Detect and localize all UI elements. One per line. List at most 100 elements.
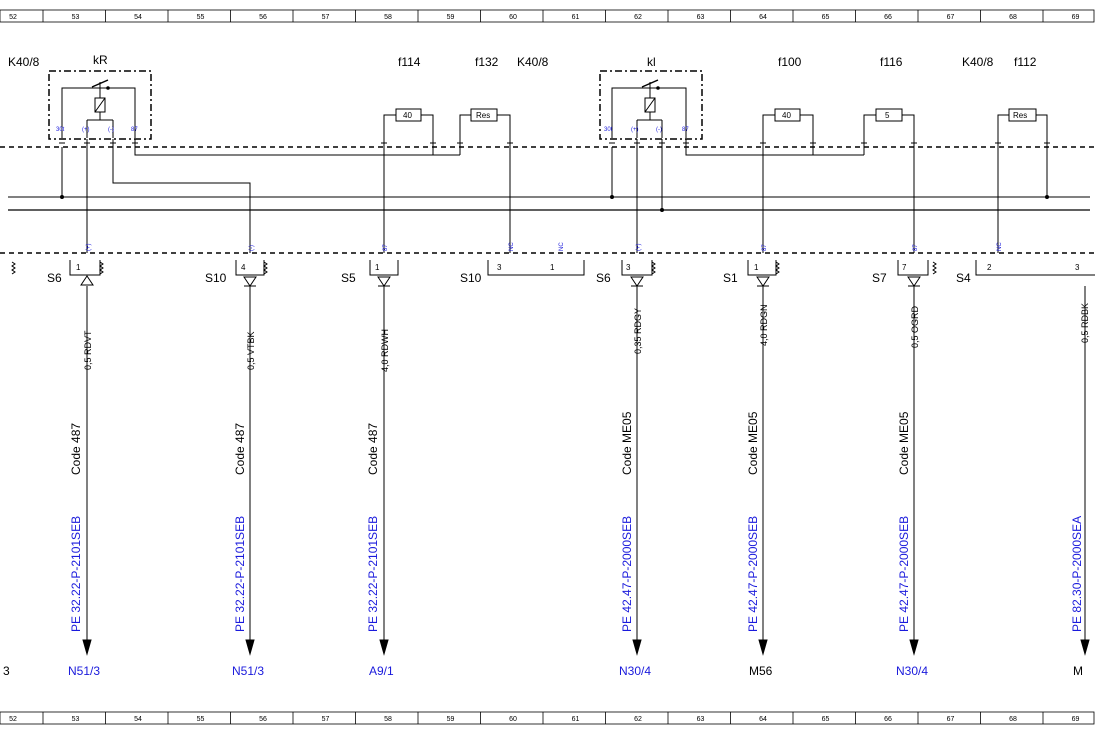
wire-arrow	[379, 639, 389, 656]
kl-pin-minus: (-)	[656, 127, 662, 133]
wire-spec-5: 4,0 RDGN	[759, 304, 769, 346]
label-kr: kR	[93, 53, 108, 67]
wire-arrow	[1080, 639, 1090, 656]
ruler-cell-label: 54	[134, 14, 142, 21]
label-kl: kl	[647, 55, 656, 69]
ruler-bottom-frame	[0, 711, 1095, 725]
label-f114: f114	[398, 55, 421, 69]
connector-s4-pin2: 3	[1075, 263, 1080, 272]
ruler-cell-label: 60	[509, 14, 517, 21]
wire-arrow	[632, 639, 642, 656]
wire-arrow	[758, 639, 768, 656]
kl-pin-plus: (+)	[631, 127, 639, 133]
wire-code-1: Code 487	[69, 423, 83, 475]
connector-s10b-name: S10	[460, 271, 482, 285]
tag-s10: (-)	[249, 245, 255, 251]
wire-dest-1: N51/3	[68, 664, 100, 678]
wire-code-4: Code ME05	[620, 411, 634, 475]
connector-s6b-pin: 3	[626, 263, 631, 272]
connector-arrows	[80, 275, 921, 287]
wire-spec-3: 4,0 RDWH	[380, 329, 390, 372]
connector-s6-name: S6	[47, 271, 62, 285]
ruler-cell-label: 66	[884, 716, 892, 723]
wire-labels: 0,5 RDVT 0,5 VTBK 4,0 RDWH 0,35 RDGY 4,0…	[3, 303, 1090, 678]
wire-spec-4: 0,35 RDGY	[633, 308, 643, 354]
wire-code-6: Code ME05	[897, 411, 911, 475]
bus-lines	[8, 196, 1090, 211]
connector-s5-pin: 1	[375, 263, 380, 272]
label-k40-right: K40/8	[962, 55, 994, 69]
wire-dest-7: M	[1073, 664, 1083, 678]
label-f112: f112	[1014, 55, 1037, 69]
ruler-top-frame	[0, 9, 1095, 23]
ruler-cell-label: 58	[384, 716, 392, 723]
ruler-cell-label: 61	[572, 716, 580, 723]
ruler-cell-label: 67	[947, 716, 955, 723]
ruler-cell-label: 63	[697, 716, 705, 723]
ruler-cell-label: 63	[697, 14, 705, 21]
ruler-cell-label: 68	[1009, 14, 1017, 21]
relay-kr: 30t (+) (-) 87	[48, 70, 152, 140]
wire-pe-1: PE 32.22-P-2101SEB	[69, 516, 83, 632]
wire-code-2: Code 487	[233, 423, 247, 475]
tag-s10b: NC	[509, 242, 515, 251]
ruler-cell-label: 58	[384, 14, 392, 21]
label-k40-mid: K40/8	[517, 55, 549, 69]
ruler-cell-label: 62	[634, 14, 642, 21]
wire-dest-5: M56	[749, 664, 773, 678]
fuses	[383, 108, 1048, 147]
wire-dest-4: N30/4	[619, 664, 651, 678]
label-f100: f100	[778, 55, 802, 69]
connector-s1-pin: 1	[754, 263, 759, 272]
fuse-f116-rating: 5	[885, 111, 890, 120]
ruler-cell-label: 52	[9, 716, 17, 723]
wire-pe-3: PE 32.22-P-2101SEB	[366, 516, 380, 632]
ruler-cell-label: 66	[884, 14, 892, 21]
internal-wiring	[61, 139, 1048, 253]
ruler-cell-label: 54	[134, 716, 142, 723]
kl-pin-30t: 30t	[604, 127, 613, 133]
wire-dest-3: A9/1	[369, 664, 394, 678]
fuse-f132-rating: Res	[476, 111, 490, 120]
ruler-cell-label: 60	[509, 716, 517, 723]
ruler-cell-label: 56	[259, 716, 267, 723]
left-edge-dest: 3	[3, 664, 10, 678]
label-f116: f116	[880, 55, 903, 69]
ruler-cell-label: 55	[197, 14, 205, 21]
label-f132: f132	[475, 55, 499, 69]
wire-spec-6: 0,5 OGRD	[910, 305, 920, 348]
connector-s4-name: S4	[956, 271, 971, 285]
wire-spec-2: 0,5 VTBK	[246, 331, 256, 370]
connector-s4-pin: 2	[987, 263, 992, 272]
connector-s7-name: S7	[872, 271, 887, 285]
kr-pin-minus: (-)	[108, 127, 114, 133]
ruler-cell-label: 53	[72, 716, 80, 723]
wire-arrow	[909, 639, 919, 656]
wire-pe-2: PE 32.22-P-2101SEB	[233, 516, 247, 632]
ruler-cell-label: 55	[197, 716, 205, 723]
tag-s7: 87	[913, 244, 919, 251]
connector-shapes	[11, 260, 1095, 276]
wire-pe-4: PE 42.47-P-2000SEB	[620, 516, 634, 632]
junction-dots	[60, 195, 1049, 212]
connector-s6b-name: S6	[596, 271, 611, 285]
ruler-cell-label: 68	[1009, 716, 1017, 723]
module-boundaries	[0, 146, 1095, 254]
ruler-cell-label: 52	[9, 14, 17, 21]
ruler-cell-label: 53	[72, 14, 80, 21]
wire-spec-7: 0,5 RDBK	[1080, 303, 1090, 343]
ruler-cell-label: 59	[447, 14, 455, 21]
label-k40-left: K40/8	[8, 55, 40, 69]
wire-spec-1: 0,5 RDVT	[83, 330, 93, 370]
wire-pe-6: PE 42.47-P-2000SEB	[897, 516, 911, 632]
fuse-ratings: 40 Res 40 5 Res	[403, 111, 1027, 120]
connector-s1-name: S1	[723, 271, 738, 285]
ruler-cell-label: 69	[1072, 716, 1080, 723]
tag-s6b: (+)	[636, 243, 642, 251]
kr-pin-87: 87	[131, 127, 138, 133]
kl-pin-87: 87	[682, 127, 689, 133]
ruler-cell-label: 57	[322, 716, 330, 723]
